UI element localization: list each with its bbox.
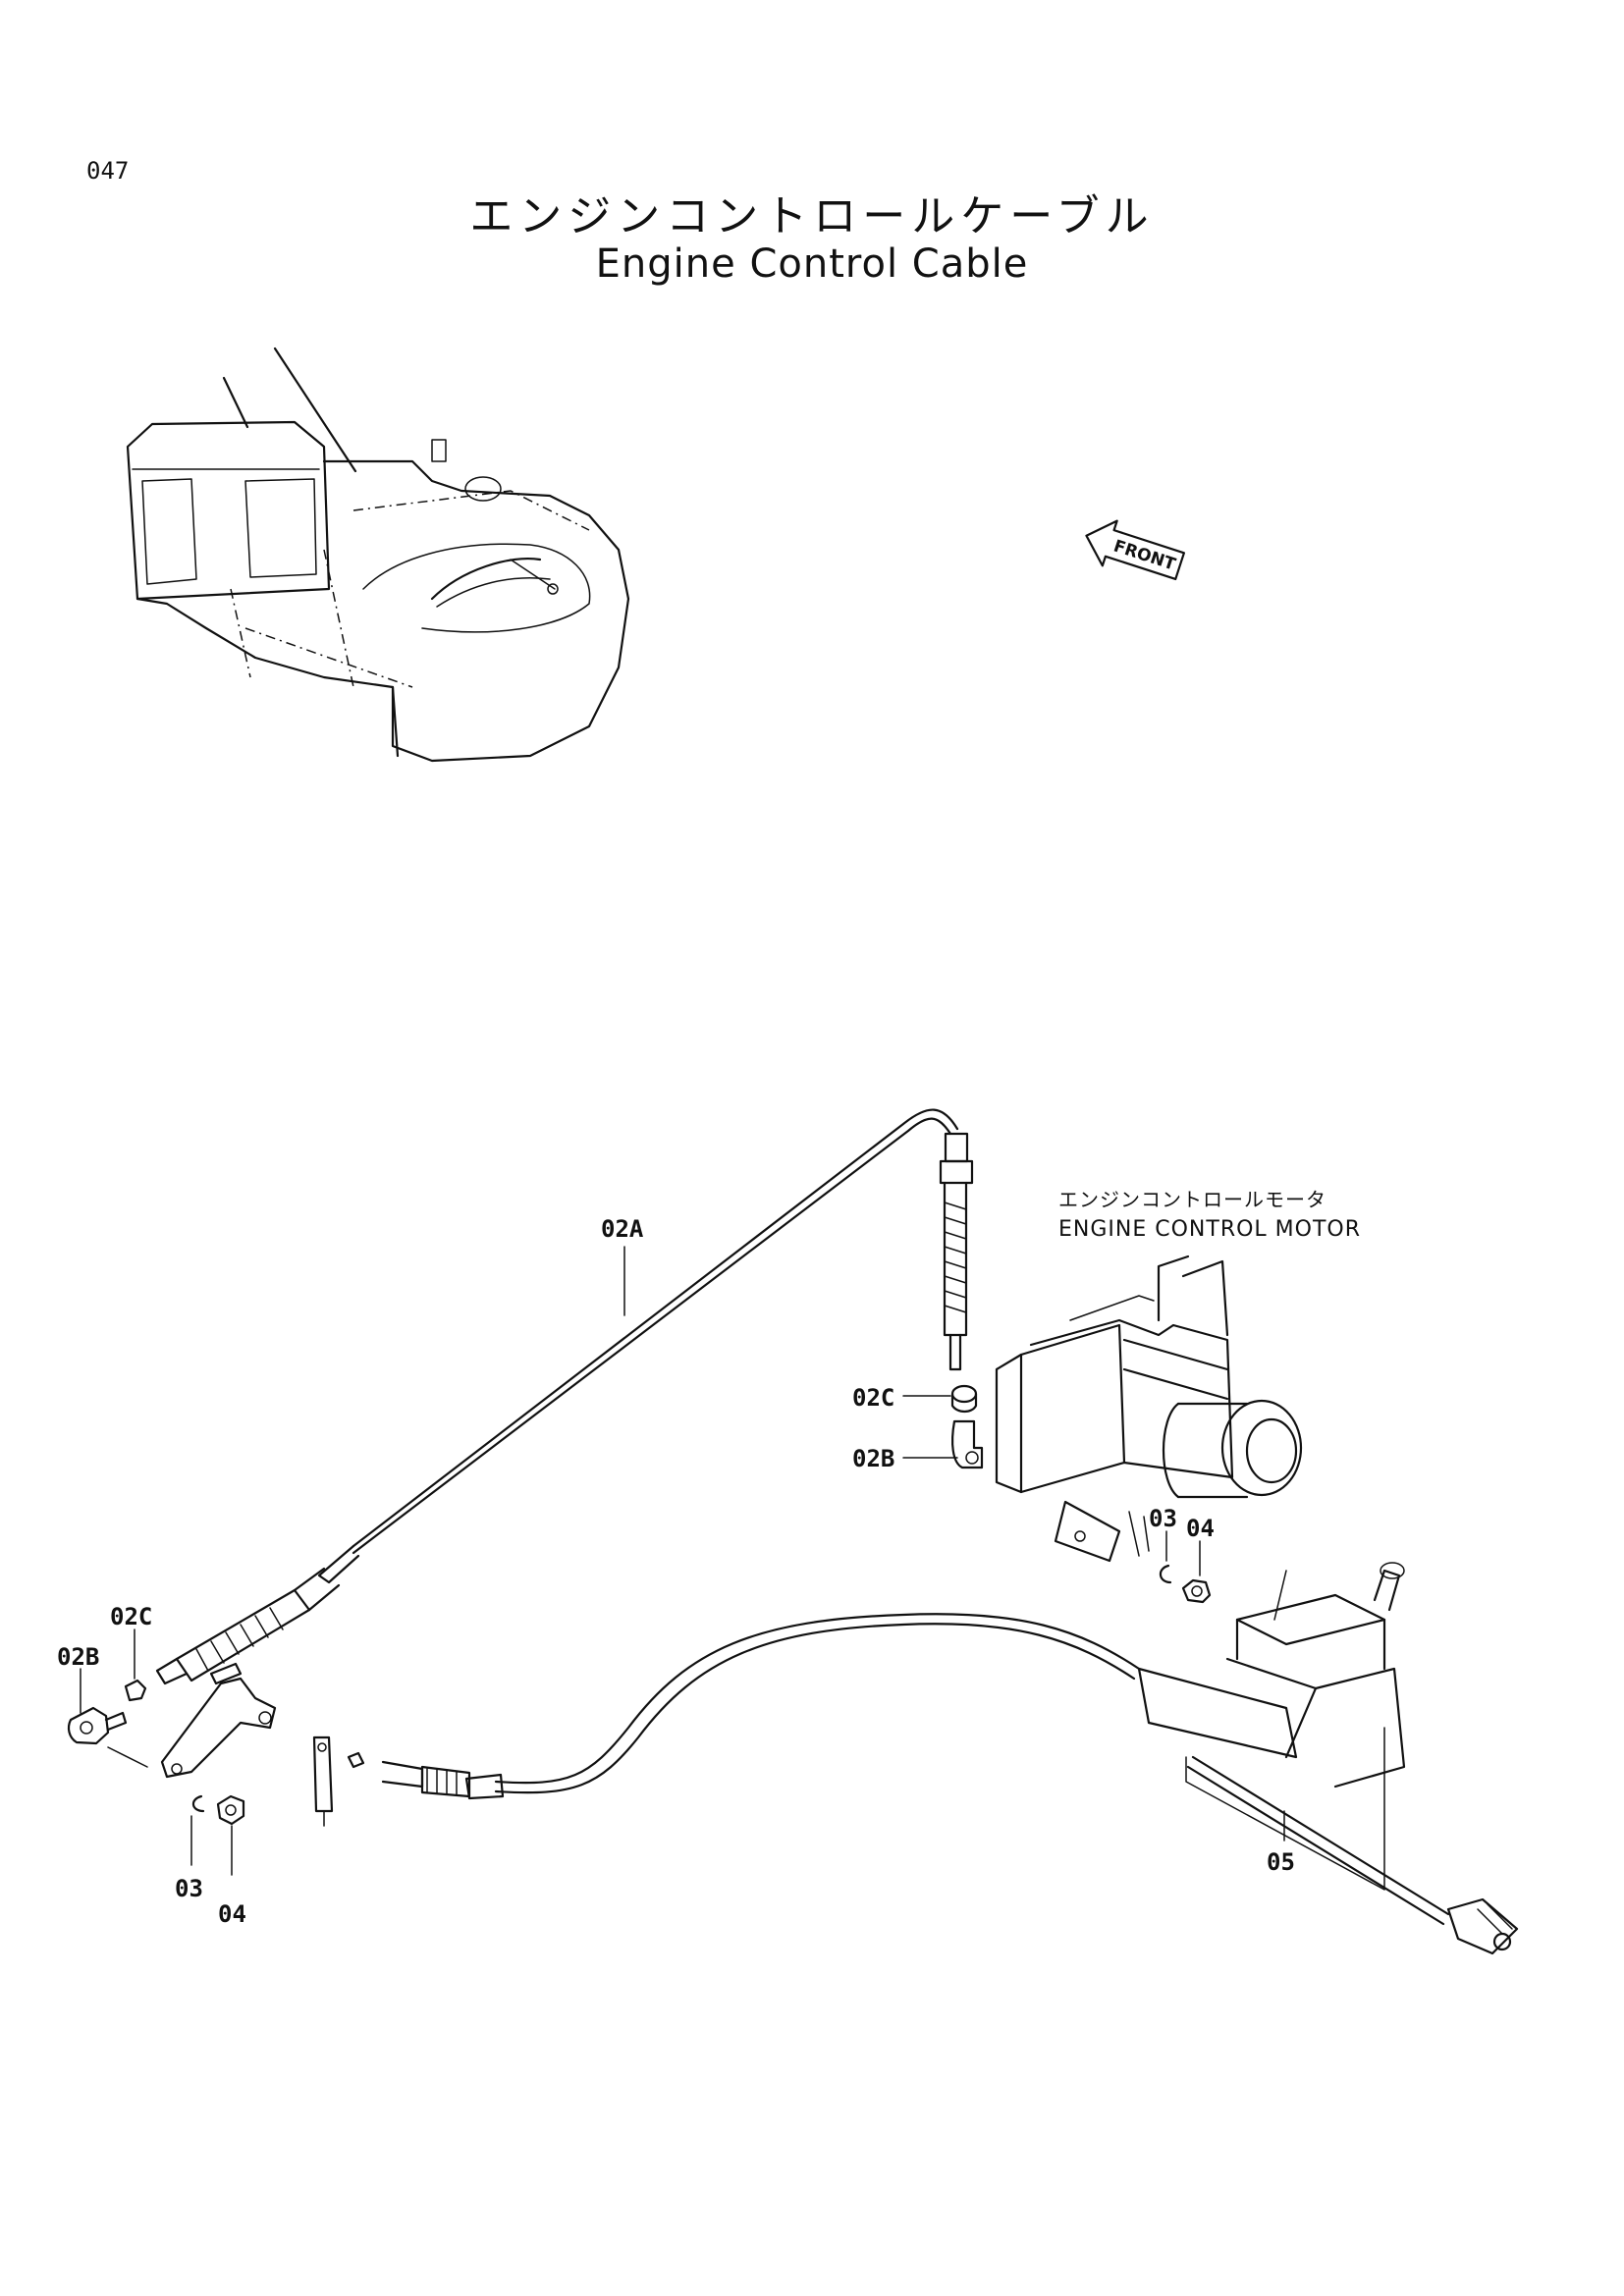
motor-label-english: ENGINE CONTROL MOTOR <box>1058 1217 1362 1242</box>
left-04-nut <box>216 1794 245 1876</box>
callout-02C-left: 02C <box>110 1603 152 1630</box>
cable-02A <box>155 1108 974 1685</box>
page-number: 047 <box>86 157 130 185</box>
left-lever-assembly <box>160 1662 334 1827</box>
title-english: Engine Control Cable <box>595 241 1029 287</box>
callout-02A: 02A <box>601 1215 644 1243</box>
right-02B-ball-joint <box>902 1419 984 1469</box>
right-03-clip <box>1159 1530 1172 1584</box>
callout-02B-right: 02B <box>852 1445 894 1472</box>
callout-04-left: 04 <box>218 1900 246 1928</box>
right-04-nut <box>1181 1540 1212 1604</box>
engine-control-motor <box>995 1255 1303 1563</box>
callout-03-left: 03 <box>175 1875 203 1902</box>
callout-02B-left: 02B <box>57 1643 99 1671</box>
callout-02C-right: 02C <box>852 1384 894 1412</box>
callout-04-right: 04 <box>1186 1515 1215 1542</box>
left-02C-nut <box>124 1629 147 1702</box>
front-direction-arrow: FRONT <box>1085 519 1186 581</box>
motor-label-japanese: エンジンコントロールモータ <box>1058 1188 1326 1211</box>
excavator-overview-illustration <box>126 347 630 763</box>
title-japanese: エンジンコントロールケーブル <box>469 191 1155 241</box>
right-02C-nut <box>902 1384 978 1414</box>
left-03-clip <box>190 1794 205 1866</box>
lower-cable-assembly <box>347 1562 1519 1955</box>
left-02B-ball-joint <box>67 1668 148 1768</box>
callout-05: 05 <box>1267 1848 1295 1876</box>
callout-03-right: 03 <box>1149 1505 1177 1532</box>
